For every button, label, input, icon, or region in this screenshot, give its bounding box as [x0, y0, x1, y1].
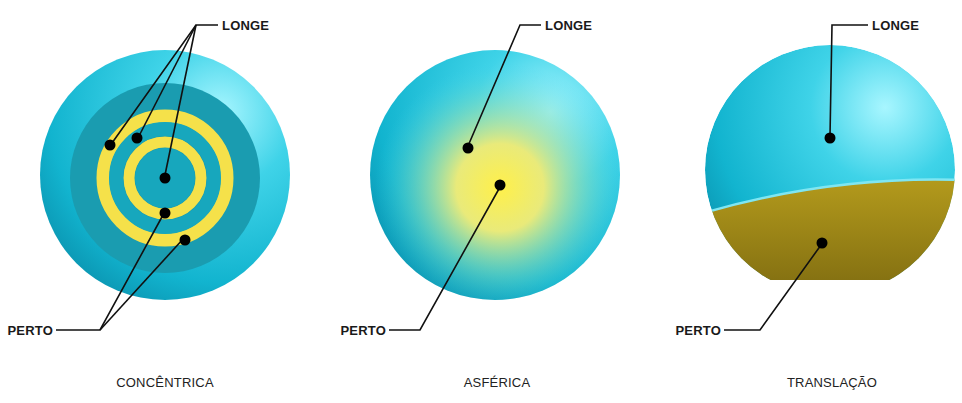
concentric-lens: [40, 50, 290, 300]
lens-type-caption: CONCÊNTRICA: [116, 375, 214, 390]
lens-type-caption: ASFÉRICA: [464, 375, 531, 390]
marker-dots: [817, 133, 836, 249]
leader-lines: [389, 25, 541, 330]
aspheric-lens: [370, 50, 620, 300]
leader-lines: [56, 25, 218, 330]
marker-dots: [463, 143, 506, 191]
far-label: LONGE: [872, 18, 919, 33]
far-label: LONGE: [222, 18, 269, 33]
near-label: PERTO: [7, 323, 53, 338]
translating-lens: [700, 45, 960, 280]
leader-lines: [724, 25, 868, 330]
far-label: LONGE: [545, 18, 592, 33]
near-label: PERTO: [675, 323, 721, 338]
near-label: PERTO: [340, 323, 386, 338]
marker-dots: [105, 133, 191, 246]
lens-type-caption: TRANSLAÇÃO: [787, 375, 877, 390]
